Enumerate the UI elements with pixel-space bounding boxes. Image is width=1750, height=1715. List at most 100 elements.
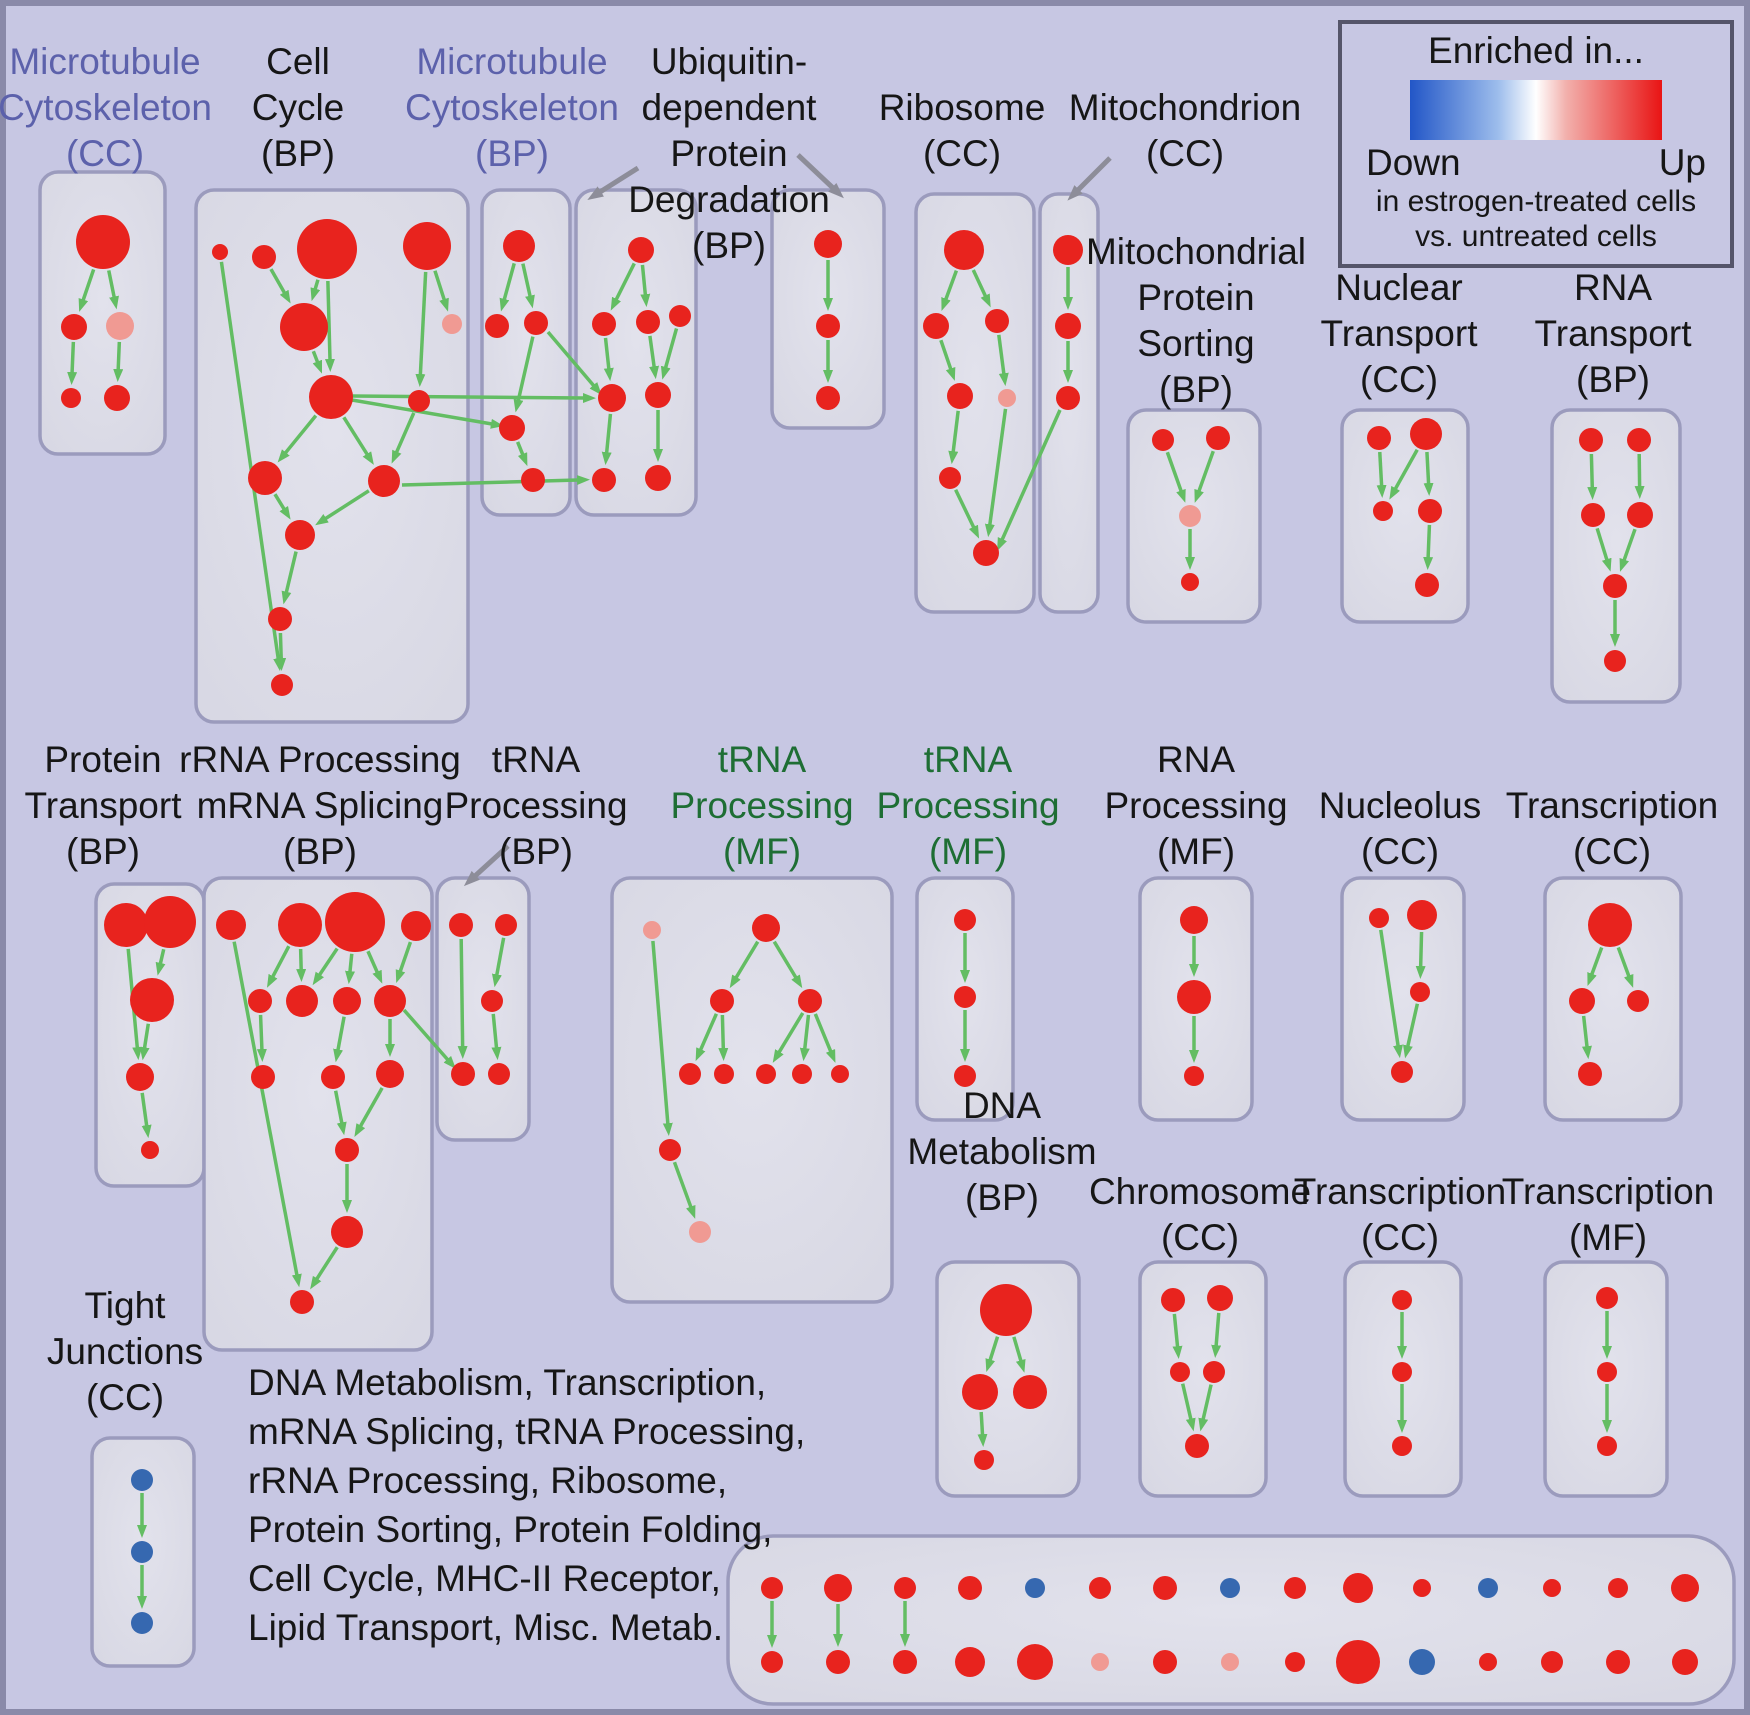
cell-cycle-bp-node-6 [309,375,353,419]
misc-text-line: Cell Cycle, MHC-II Receptor, [248,1558,721,1599]
enrichment-edge [648,335,660,380]
misc-text-line: Lipid Transport, Misc. Metab. [248,1607,724,1648]
chromosome-cc-node-0 [1161,1288,1185,1312]
cell-cycle-bp-node-4 [280,303,328,351]
enrichment-edge [1389,448,1419,500]
ubiquitin-degradation-bp-right-node-2 [816,386,840,410]
enrichment-edge [312,947,339,986]
enrichment-edge [333,1016,346,1063]
rna-transport-bp-node-0 [1579,428,1603,452]
enrichment-edge [1415,931,1426,980]
mixed-terms-strip-node-8 [1025,1578,1045,1598]
enrichment-edge [333,1090,347,1136]
trna-processing-mf-large-node-10 [689,1221,711,1243]
rrna-processing-mrna-splicing-bp-node-12 [331,1216,363,1248]
mitochondrial-protein-sorting-bp-node-3 [1181,573,1199,591]
cross-cluster-edge [546,330,602,396]
label-pointer-arrow [587,165,640,201]
enrichment-edge [232,941,302,1288]
nuclear-transport-cc-node-0 [1367,426,1391,450]
microtubule-cytoskeleton-bp-node-0 [503,230,535,262]
ribosome-cc-node-2 [985,309,1009,333]
rrna-processing-mrna-splicing-bp-node-4 [248,989,272,1013]
trna-processing-bp-node-0 [449,913,473,937]
enrichment-edge [391,412,416,464]
enrichment-edge [457,938,468,1060]
mixed-terms-strip-node-23 [1479,1653,1497,1671]
enrichment-edge [155,948,166,976]
mixed-terms-strip-node-1 [761,1651,783,1673]
protein-transport-bp-node-0 [104,903,148,947]
dna-metabolism-bp-node-3 [974,1450,994,1470]
transcription-cc-lower-node-1 [1392,1362,1412,1382]
tight-junctions-cc-node-1 [131,1541,153,1563]
rna-transport-bp-node-2 [1581,503,1605,527]
enrichment-edge [997,334,1009,387]
rna-processing-mf-node-2 [1184,1066,1204,1086]
transcription-cc-upper-label: Transcription(CC) [1506,785,1718,872]
nuclear-transport-cc-node-1 [1410,418,1442,450]
mixed-terms-strip-node-28 [1671,1574,1699,1602]
trna-processing-mf-large-node-7 [792,1064,812,1084]
mixed-terms-strip-node-13 [1153,1650,1177,1674]
cell-cycle-bp-node-7 [408,390,430,412]
enrichment-edge [1379,929,1403,1059]
mixed-terms-strip-node-0 [761,1577,783,1599]
enrichment-edge [139,1023,151,1061]
mixed-terms-strip-node-18 [1343,1573,1373,1603]
trna-processing-mf-large-node-8 [831,1065,849,1083]
enrichment-edge [718,1014,729,1062]
legend-subtitle-1: in estrogen-treated cells [1375,185,1697,218]
enrichment-edge [1403,1003,1420,1059]
protein-transport-bp-node-3 [126,1063,154,1091]
rna-processing-mf-node-1 [1177,980,1211,1014]
enrichment-edge [395,941,413,984]
ribosome-cc-node-4 [998,389,1016,407]
trna-processing-mf-large-node-6 [756,1064,776,1084]
trna-processing-mf-large-node-5 [714,1064,734,1084]
rrna-processing-mrna-splicing-bp-node-2 [325,892,385,952]
cell-cycle-bp-node-5 [442,314,462,334]
mixed-terms-strip-node-9 [1017,1644,1053,1680]
cross-cluster-edge [351,392,596,403]
rrna-processing-mrna-splicing-bp-node-1 [278,903,322,947]
microtubule-cytoskeleton-bp-node-4 [521,468,545,492]
ubiquitin-degradation-bp-left-node-5 [645,382,671,408]
enrichment-edge [601,413,613,466]
enrichment-edge [266,945,291,988]
trna-processing-mf-large-node-9 [659,1139,681,1161]
rrna-processing-mrna-splicing-bp-node-6 [333,987,361,1015]
dna-metabolism-bp-box [935,1260,1081,1498]
enrichment-edge [491,1013,502,1061]
label-pointer-arrow [463,844,510,887]
enrichment-edge [772,1012,805,1063]
enrichment-edge [281,551,298,605]
enrichment-edge [256,1014,267,1063]
enrichment-edge [640,264,651,308]
microtubule-cytoskeleton-cc-node-1 [61,314,87,340]
transcription-cc-upper-node-0 [1588,903,1632,947]
mixed-terms-strip-node-5 [893,1650,917,1674]
trna-processing-mf-small-node-0 [954,909,976,931]
ribosome-cc-node-0 [944,230,984,270]
chromosome-cc-label: Chromosome(CC) [1089,1171,1311,1258]
mixed-terms-strip-node-25 [1541,1651,1563,1673]
mixed-terms-strip-node-3 [826,1650,850,1674]
enrichment-edge [67,341,78,386]
enrichment-edge [491,937,506,988]
enrichment-edge [610,262,636,311]
tight-junctions-cc-node-2 [131,1612,153,1634]
chromosome-cc-node-2 [1170,1362,1190,1382]
legend-subtitle-2: vs. untreated cells [1415,220,1657,253]
mitochondrion-cc-node-0 [1053,235,1083,265]
ribosome-cc-label: Ribosome(CC) [879,87,1046,174]
mixed-terms-strip-node-27 [1606,1650,1630,1674]
nuclear-transport-cc-node-2 [1373,501,1393,521]
enrichment-edge [939,339,956,381]
mixed-terms-strip-node-12 [1153,1576,1177,1600]
mixed-terms-strip-node-15 [1221,1653,1239,1671]
transcription-cc-upper-node-2 [1627,990,1649,1012]
